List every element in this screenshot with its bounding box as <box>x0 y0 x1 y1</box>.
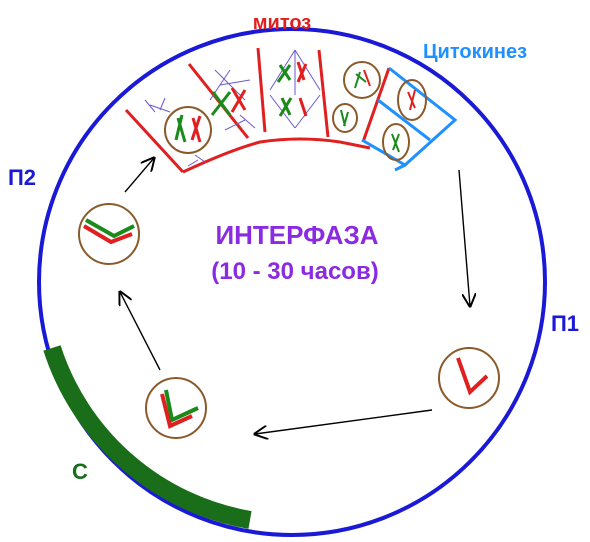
g2-cell <box>78 203 140 265</box>
metaphase-cell <box>269 49 321 129</box>
cytokinesis-label: Цитокинез <box>423 41 527 63</box>
g1-cell <box>438 347 500 409</box>
cycle-arrows <box>120 158 470 434</box>
s-label: С <box>72 459 88 484</box>
mitosis-label: митоз <box>253 12 312 34</box>
arrow-g2-to-mitosis <box>124 158 154 193</box>
arrow-g1-to-s <box>255 409 433 434</box>
telophase-cell <box>382 79 427 161</box>
s-phase-band <box>43 345 252 529</box>
g1-label: П1 <box>551 311 579 336</box>
interphase-label: ИНТЕРФАЗА <box>215 220 378 250</box>
mitosis-sector <box>124 47 391 174</box>
prometaphase-cell <box>209 69 256 131</box>
cell-cycle-ring <box>37 27 547 537</box>
interphase-duration-label: (10 - 30 часов) <box>211 258 378 285</box>
anaphase-cell <box>332 61 381 133</box>
g2-label: П2 <box>8 165 36 190</box>
cytokinesis-sector <box>361 66 458 172</box>
prophase-cell <box>144 97 212 167</box>
arrow-s-to-g2 <box>120 292 161 371</box>
arrow-cytokinesis-to-g1 <box>458 169 470 306</box>
s-phase-cell <box>145 377 207 439</box>
